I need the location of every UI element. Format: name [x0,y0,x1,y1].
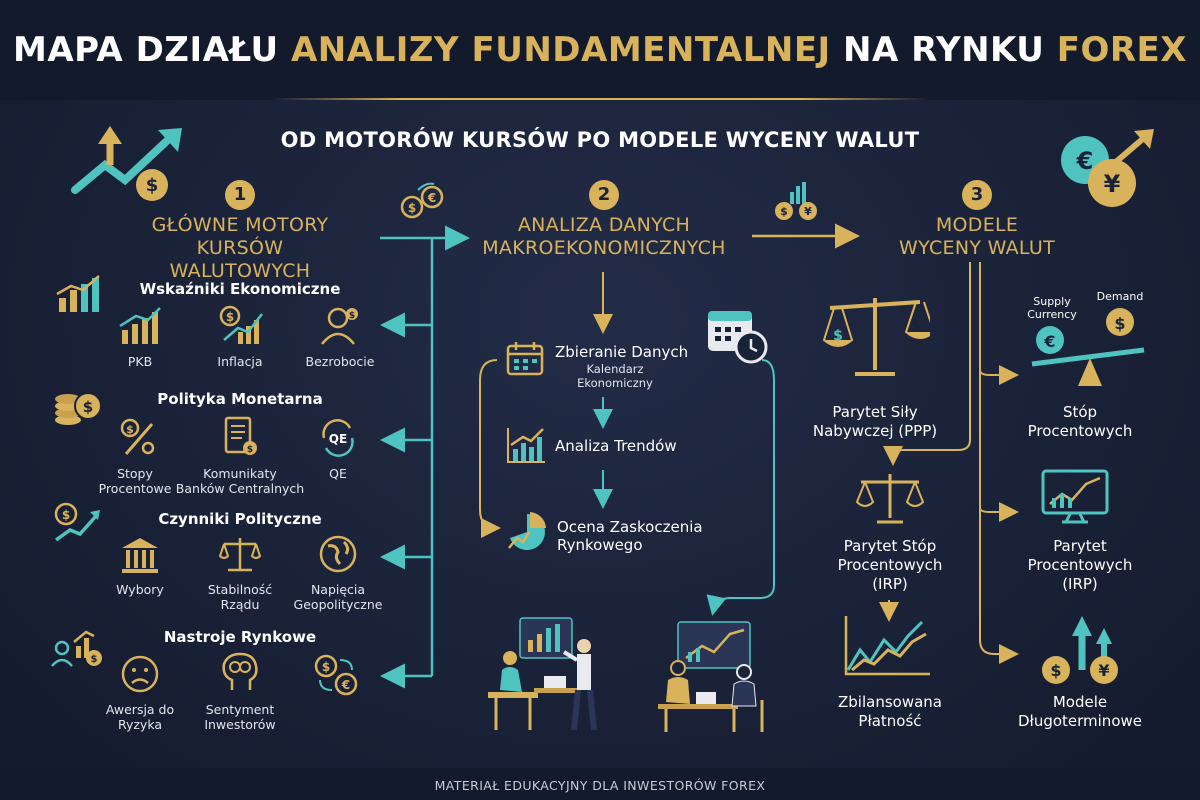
inflation-icon: $ [219,305,263,344]
svg-text:$: $ [322,660,330,674]
svg-text:€: € [341,678,350,692]
scale-icon [218,538,262,572]
category-political: Czynniki Polityczne [158,510,322,528]
long-term-coins-icon: $ ¥ [1042,616,1118,684]
section-title-models: Modelewyceny walut [899,214,1055,259]
header-divider [270,98,930,100]
coin-chart-icon: $ ¥ [775,182,817,220]
section-title-drivers: Główne motorykursów walutowych [151,214,329,282]
svg-text:$: $ [408,201,416,215]
label-risk-aversion: Awersja do Ryzyka [105,702,175,732]
currency-swap-icon: $ € [314,654,358,696]
label-inflation: Inflacja [217,354,263,369]
svg-text:¥: ¥ [1104,170,1121,198]
label-gdp: PKB [127,354,153,369]
monitor-chart-icon [1041,469,1109,524]
section-number-3: 3 [962,180,992,210]
sad-face-icon [121,655,159,693]
gdp-chart-icon [119,307,161,344]
svg-text:$: $ [126,423,134,436]
svg-text:¥: ¥ [1098,661,1109,680]
svg-text:$: $ [247,445,253,455]
label-qe: QE [329,466,347,481]
globe-icon [319,535,357,573]
irp-scale-icon [855,474,925,524]
model-ppp: Parytet Siły Nabywczej (PPP) [812,403,938,440]
calendar-icon [506,342,544,376]
step-collect-data: Zbieranie Danych [555,343,689,361]
label-geopolitical-tensions: Napięcia Geopolityczne [293,582,383,612]
header-bar [0,0,1200,100]
sentiment-chart-icon: $ [51,630,102,667]
svg-text:€: € [427,191,436,205]
step-trend-analysis: Analiza Trendów [555,437,677,455]
footer-text: MATERIAŁ EDUKACYJNY DLA INWESTORÓW FOREX [434,778,766,793]
model-irp-left: Parytet Stóp Procentowych (IRP) [837,537,943,593]
svg-text:$: $ [1114,314,1125,333]
step-economic-calendar: Kalendarz Ekonomiczny [577,362,653,390]
qe-cycle-icon: QE [322,419,354,457]
svg-text:$: $ [1050,661,1061,680]
category-monetary: Polityka Monetarna [157,390,323,408]
model-irp-right: Parytet Procentowych (IRP) [1027,537,1133,593]
page-subtitle: OD MOTORÓW KURSÓW PO MODELE WYCENY WALUT [280,128,920,152]
label-interest-rates: Stopy Procentowe [98,466,172,496]
document-icon: $ [224,416,257,455]
growth-arrow-icon: $ [71,126,182,201]
unemployment-person-icon: $ [321,307,358,345]
svg-text:$: $ [62,508,70,522]
svg-text:$: $ [349,311,355,321]
label-elections: Wybory [116,582,164,597]
calendar-clock-icon [708,311,768,364]
svg-text:$: $ [91,654,98,665]
svg-text:€: € [1076,147,1094,175]
percent-icon: $ [120,418,155,455]
footer-bar [0,768,1200,800]
model-interest-rates: Stóp Procentowych [1027,403,1133,440]
brain-icon [222,652,258,690]
svg-text:$: $ [83,398,93,416]
coin-exchange-icon: $ € [400,182,444,219]
label-demand: Demand [1096,290,1144,303]
svg-text:$: $ [146,175,159,196]
svg-text:$: $ [833,328,843,344]
category-sentiment: Nastroje Rynkowe [163,628,317,646]
section-number-1: 1 [225,180,255,210]
bank-icon [122,538,158,573]
model-balanced-payment: Zbilansowana Płatność [838,693,942,730]
balance-chart-icon [844,616,930,676]
political-growth-icon: $ [54,502,100,542]
ppp-scale-icon: $ $ [822,298,930,376]
label-government-stability: Stabilność Rządu [207,582,273,612]
analysts-illustration [488,617,764,732]
pie-chart-icon [508,512,546,550]
section-number-2: 2 [589,180,619,210]
label-unemployment: Bezrobocie [305,354,375,369]
coin-stack-icon: $ [55,392,102,425]
section-title-analysis: Analiza danychmakroekonomicznych [482,214,726,259]
svg-text:$: $ [911,318,921,334]
label-investor-sentiment: Sentyment Inwestorów [204,702,276,732]
svg-text:QE: QE [329,432,347,446]
svg-text:¥: ¥ [804,205,812,218]
label-central-bank-communications: Komunikaty Banków Centralnych [175,466,305,496]
model-long-term: Modele Długoterminowe [1018,693,1142,730]
trend-chart-icon [507,428,545,463]
svg-text:$: $ [780,205,788,218]
currency-exchange-icon: € ¥ [1061,129,1154,207]
bar-chart-icon [56,275,100,312]
label-supply-currency: Supply Currency [1027,295,1077,321]
page-title: MAPA DZIAŁU ANALIZY FUNDAMENTALNEJ NA RY… [12,30,1187,70]
seesaw-icon: € $ [1031,308,1145,386]
category-economic: Wskaźniki Ekonomiczne [139,280,341,298]
svg-text:€: € [1043,332,1055,351]
svg-text:$: $ [226,310,234,324]
